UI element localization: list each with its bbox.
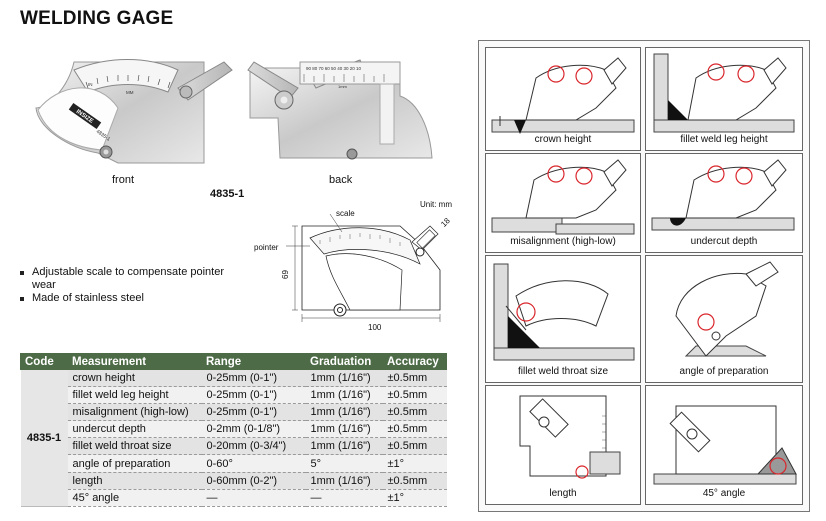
scale-label: scale — [336, 209, 355, 218]
feature-list: Adjustable scale to compensate pointer w… — [18, 266, 232, 305]
col-header-graduation: Graduation — [305, 353, 383, 370]
col-header-measurement: Measurement — [67, 353, 202, 370]
gage-front-photo: INSIZE 4835-1 IN MM — [28, 48, 238, 173]
unit-label: Unit: mm — [420, 200, 452, 209]
usage-undercut-depth: undercut depth — [645, 153, 803, 253]
usage-label: fillet weld leg height — [680, 134, 768, 145]
table-row: 4835-1 crown height 0-25mm (0-1") 1mm (1… — [20, 369, 447, 507]
usage-crown-height: crown height — [485, 47, 641, 151]
usage-misalignment: misalignment (high-low) — [485, 153, 641, 253]
feature-item: Adjustable scale to compensate pointer w… — [18, 266, 232, 292]
table-row: fillet weld throat size 0-20mm (0-3/4") … — [21, 437, 447, 456]
pointer-label: pointer — [254, 243, 279, 252]
table-row: angle of preparation 0-60° 5° ±1° — [21, 454, 447, 473]
col-header-accuracy: Accuracy — [382, 353, 447, 370]
dim-width: 100 — [368, 323, 382, 332]
page-title: WELDING GAGE — [20, 8, 174, 29]
table-row: fillet weld leg height 0-25mm (0-1") 1mm… — [21, 386, 447, 405]
svg-text:1mm: 1mm — [338, 84, 348, 89]
feature-item: Made of stainless steel — [18, 292, 232, 305]
back-scale-text: 90 80 70 60 50 40 30 20 10 — [306, 66, 362, 71]
usage-label: fillet weld throat size — [517, 366, 609, 377]
back-caption: back — [329, 174, 353, 186]
usage-label: angle of preparation — [679, 366, 769, 377]
front-caption: front — [112, 174, 135, 186]
usage-label: crown height — [534, 134, 592, 145]
col-header-code: Code — [20, 353, 68, 370]
usage-fillet-weld-throat-size: fillet weld throat size — [485, 255, 641, 383]
usage-45-degree-angle: 45° angle — [645, 385, 803, 505]
table-row: misalignment (high-low) 0-25mm (0-1") 1m… — [21, 403, 447, 422]
usage-angle-of-preparation: angle of preparation — [645, 255, 803, 383]
spec-table: Code Measurement Range Graduation Accura… — [20, 353, 447, 507]
usage-label: length — [549, 488, 577, 499]
table-row: length 0-60mm (0-2") 1mm (1/16") ±0.5mm — [21, 472, 447, 490]
gage-back-photo: 90 80 70 60 50 40 30 20 10 1mm — [240, 48, 440, 173]
table-row: undercut depth 0-2mm (0-1/8") 1mm (1/16"… — [21, 420, 447, 439]
row-code: 4835-1 — [20, 369, 68, 507]
usage-panel-grid: crown height fillet weld leg height misa… — [478, 40, 810, 512]
col-header-range: Range — [201, 353, 306, 370]
usage-label: undercut depth — [690, 236, 758, 247]
model-code: 4835-1 — [210, 188, 245, 200]
table-row: 45° angle — — ±1° — [21, 489, 447, 507]
svg-text:MM: MM — [126, 90, 134, 95]
usage-label: misalignment (high-low) — [510, 236, 616, 247]
usage-fillet-weld-leg-height: fillet weld leg height — [645, 47, 803, 151]
technical-drawing — [280, 210, 450, 335]
usage-label: 45° angle — [702, 488, 746, 499]
svg-text:IN: IN — [88, 82, 93, 87]
usage-length: length — [485, 385, 641, 505]
